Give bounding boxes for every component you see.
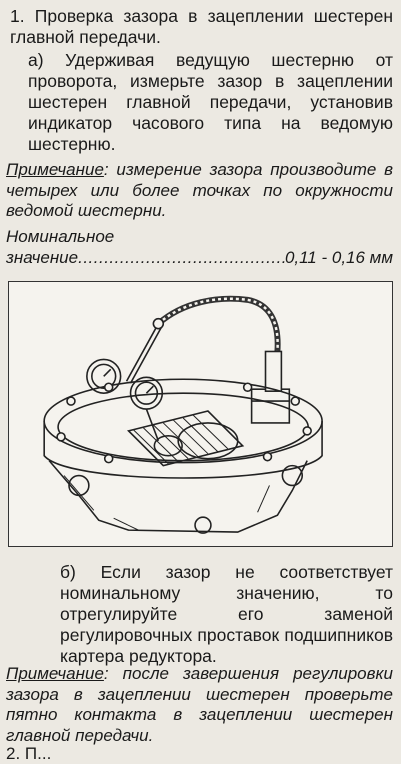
nominal-label-line2: значение: [6, 248, 79, 267]
note-2-text: : после завершения регулировки зазора в …: [6, 664, 393, 745]
note-1-label: Примечание: [6, 160, 104, 179]
leader-dots: ........................................…: [78, 248, 285, 267]
step-1-heading: 1. Проверка зазора в зацеплении шестерен…: [10, 6, 393, 47]
nominal-label-line1: Номинальное: [6, 227, 115, 246]
truncated-next-step: 2. П...: [6, 744, 52, 763]
note-1-text: : измерение зазора производите в четырех…: [6, 160, 393, 220]
step-1b-text: б) Если зазор не соответствует номинальн…: [60, 562, 393, 666]
step-1a-text: а) Удерживая ведущую шестерню от проворо…: [28, 50, 393, 154]
note-2-label: Примечание: [6, 664, 104, 683]
note-1: Примечание: измерение зазора производите…: [6, 160, 393, 222]
note-2: Примечание: после завершения регулировки…: [6, 664, 393, 746]
nominal-row: значение ...............................…: [6, 247, 393, 268]
gear-backlash-drawing: [43, 295, 323, 534]
dial-indicator-illustration: [8, 281, 393, 547]
nominal-value: 0,11 - 0,16 мм: [284, 248, 393, 267]
nominal-value-spec: Номинальное значение ...................…: [6, 226, 393, 268]
